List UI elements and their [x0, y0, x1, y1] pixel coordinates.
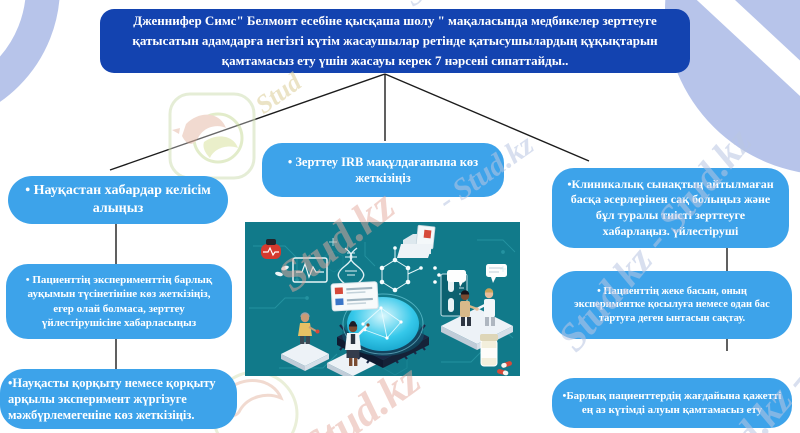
speech-bubble-icon — [447, 270, 466, 282]
corner-swoosh — [696, 0, 800, 96]
dots-decoration — [433, 266, 441, 284]
node-label: • Пациенттің жеке басын, оның эксперимен… — [574, 285, 770, 324]
title-text: Дженнифер Симс" Белмонт есебіне қысқаша … — [132, 12, 658, 69]
watermark-gold: Stud — [250, 67, 307, 120]
node-side-effects: •Клиникалық сынақтың айтылмаған басқа әс… — [552, 168, 789, 248]
handshake-figures — [447, 264, 507, 326]
node-minimum-care: •Барлық пациенттердің жағдайына қажетті … — [552, 378, 792, 428]
node-informed-consent: • Науқастан хабардар келісім алыңыз — [8, 176, 228, 224]
corner-arc-top-left — [0, 0, 60, 102]
node-label: • Пациенттің эксперименттің барлық ауқым… — [25, 273, 213, 329]
node-label: •Барлық пациенттердің жағдайына қажетті … — [562, 389, 782, 416]
documents-icon — [397, 224, 436, 258]
node-patient-understanding: • Пациенттің эксперименттің барлық ауқым… — [6, 264, 232, 339]
node-label: • Зерттеу IRB мақұлдағанына көз жеткізің… — [287, 154, 479, 185]
plus-decoration — [329, 238, 506, 272]
studkz-logo-watermark — [168, 92, 256, 180]
doctor-figure — [345, 321, 370, 366]
heart-monitor-icon — [261, 239, 289, 277]
medical-ai-illustration — [245, 222, 520, 376]
node-no-coercion: •Науқасты қорқыту немесе қорқыту арқылы … — [0, 369, 237, 429]
ecg-icon — [292, 257, 328, 283]
molecule-icon — [379, 246, 423, 293]
dna-icon — [337, 247, 365, 285]
patient-figure — [298, 312, 320, 344]
speech-bubble-icon — [486, 264, 507, 277]
pill-bottle-icon — [480, 334, 512, 376]
title-box: Дженнифер Симс" Белмонт есебіне қысқаша … — [100, 9, 690, 73]
floating-screen-icon — [330, 281, 379, 312]
node-irb-approval: • Зерттеу IRB мақұлдағанына көз жеткізің… — [262, 143, 504, 197]
node-label: • Науқастан хабардар келісім алыңыз — [25, 182, 211, 216]
node-label: •Науқасты қорқыту немесе қорқыту арқылы … — [8, 375, 216, 423]
node-label: •Клиникалық сынақтың айтылмаған басқа әс… — [567, 176, 774, 238]
node-privacy: • Пациенттің жеке басын, оның эксперимен… — [552, 271, 792, 339]
